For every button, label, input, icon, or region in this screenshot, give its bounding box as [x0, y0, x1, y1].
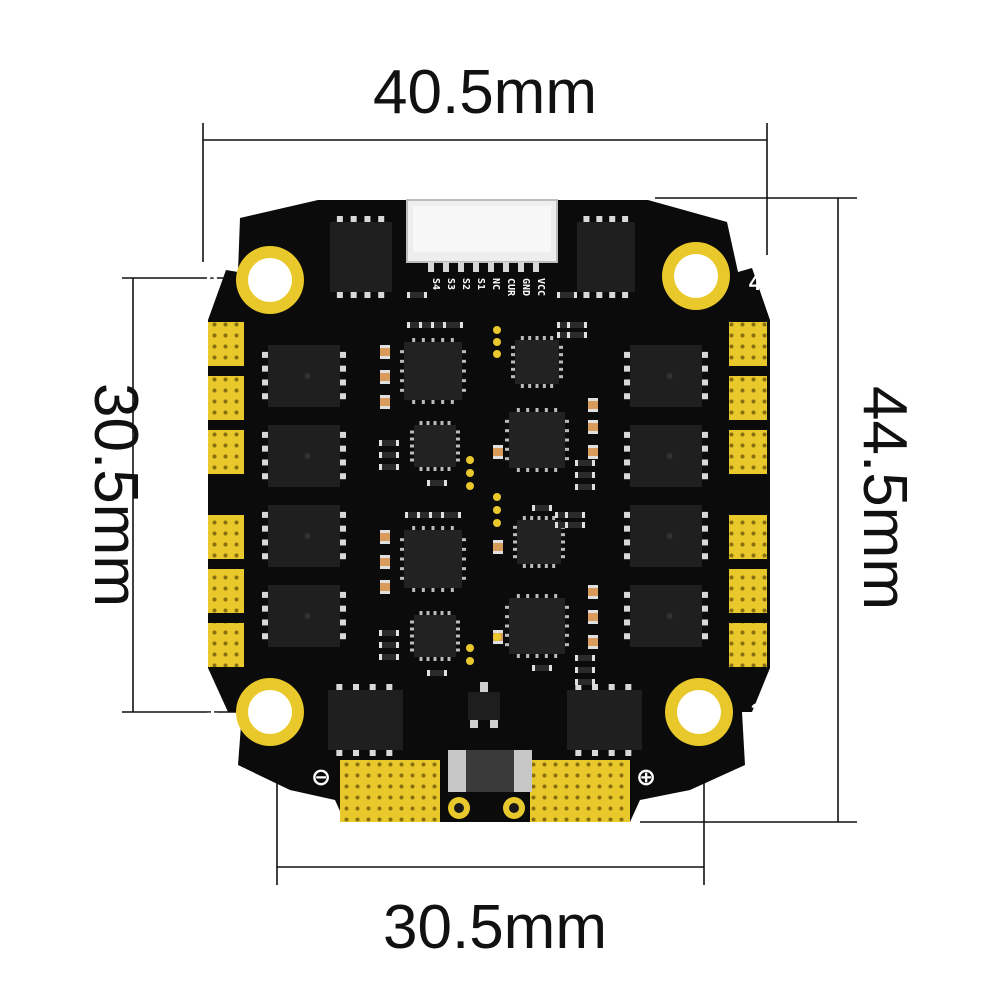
- capacitor: [380, 530, 390, 544]
- resistor: [567, 322, 587, 328]
- connector-pin-labels: S4 S3 S2 S1 NC CUR GND VCC: [430, 278, 546, 297]
- resistor: [575, 460, 595, 466]
- mosfet-chip: [624, 585, 708, 647]
- resistor: [379, 452, 399, 458]
- capacitor: [588, 445, 598, 459]
- regulator-chip: [468, 682, 500, 728]
- vias: [466, 326, 501, 665]
- hole-label-4: 4: [749, 270, 762, 295]
- mosfet-chip: [624, 345, 708, 407]
- qfn-chip: [400, 338, 466, 404]
- mosfet-chip: [262, 585, 346, 647]
- qfn-chip: [410, 611, 460, 661]
- top-width-dimension: 40.5mm: [373, 58, 597, 127]
- resistor: [565, 522, 585, 528]
- pin-label: VCC: [535, 278, 546, 296]
- resistor: [443, 322, 463, 328]
- pin-label: CUR: [505, 278, 516, 297]
- qfn-chip: [513, 516, 565, 568]
- pin-label: GND: [520, 278, 531, 296]
- capacitor: [588, 398, 598, 412]
- right-motor-pads: [729, 322, 767, 667]
- negative-symbol: ⊖: [311, 764, 331, 791]
- current-shunt: [448, 750, 532, 792]
- hole-label-1: 1: [206, 695, 218, 720]
- resistor: [565, 512, 585, 518]
- qfn-chip: [400, 526, 466, 592]
- pin-label: S2: [460, 278, 471, 290]
- mosfet-chip: [330, 216, 392, 298]
- driver-chips: [400, 336, 569, 661]
- passive-components: [379, 292, 598, 685]
- capacitor: [380, 370, 390, 384]
- mosfet-chip: [567, 684, 642, 756]
- resistor: [427, 480, 447, 486]
- bottom-width-dimension: 30.5mm: [383, 893, 607, 962]
- positive-symbol: ⊕: [636, 764, 656, 791]
- pin-label: S4: [430, 278, 441, 290]
- capacitor: [588, 420, 598, 434]
- resistor: [532, 505, 552, 511]
- hole-label-3: 3: [751, 699, 763, 724]
- capacitor: [588, 610, 598, 624]
- right-height-dimension: 44.5mm: [850, 386, 919, 610]
- mosfet-chip: [328, 684, 403, 756]
- resistor: [427, 670, 447, 676]
- resistor: [379, 440, 399, 446]
- capacitor: [380, 555, 390, 569]
- capacitor: [493, 445, 503, 459]
- pin-label: NC: [490, 278, 501, 290]
- mosfet-chip: [262, 345, 346, 407]
- capacitor: [380, 345, 390, 359]
- resistor: [575, 655, 595, 661]
- capacitor: [588, 585, 598, 599]
- resistor: [575, 667, 595, 673]
- hole-label-2: 2: [206, 270, 218, 295]
- mosfet-chip: [262, 505, 346, 567]
- mosfet-chip: [577, 216, 635, 298]
- signal-connector: [406, 199, 558, 272]
- resistor: [575, 484, 595, 490]
- resistor: [379, 630, 399, 636]
- resistor: [379, 464, 399, 470]
- resistor: [575, 679, 595, 685]
- pin-label: S3: [445, 278, 456, 290]
- mosfet-chip: [624, 505, 708, 567]
- resistor: [557, 292, 577, 298]
- mosfet-chip: [624, 425, 708, 487]
- bottom-vias: [448, 797, 525, 819]
- capacitor: [380, 580, 390, 594]
- resistor: [567, 332, 587, 338]
- qfn-chip: [410, 421, 460, 471]
- left-height-dimension: 30.5mm: [81, 383, 150, 607]
- battery-pads: [340, 760, 630, 822]
- qfn-chip: [511, 336, 563, 388]
- resistor: [532, 665, 552, 671]
- resistor: [407, 292, 427, 298]
- pin-label: S1: [475, 278, 486, 290]
- resistor: [379, 642, 399, 648]
- qfn-chip: [505, 408, 569, 472]
- left-motor-pads: [208, 322, 244, 667]
- capacitor: [588, 635, 598, 649]
- capacitor: [493, 540, 503, 554]
- mosfets: [262, 216, 708, 756]
- resistor: [575, 472, 595, 478]
- mounting-holes: [236, 242, 733, 746]
- mosfet-chip: [262, 425, 346, 487]
- qfn-chip: [505, 594, 569, 658]
- resistor: [379, 654, 399, 660]
- capacitor: [380, 395, 390, 409]
- resistor: [441, 512, 461, 518]
